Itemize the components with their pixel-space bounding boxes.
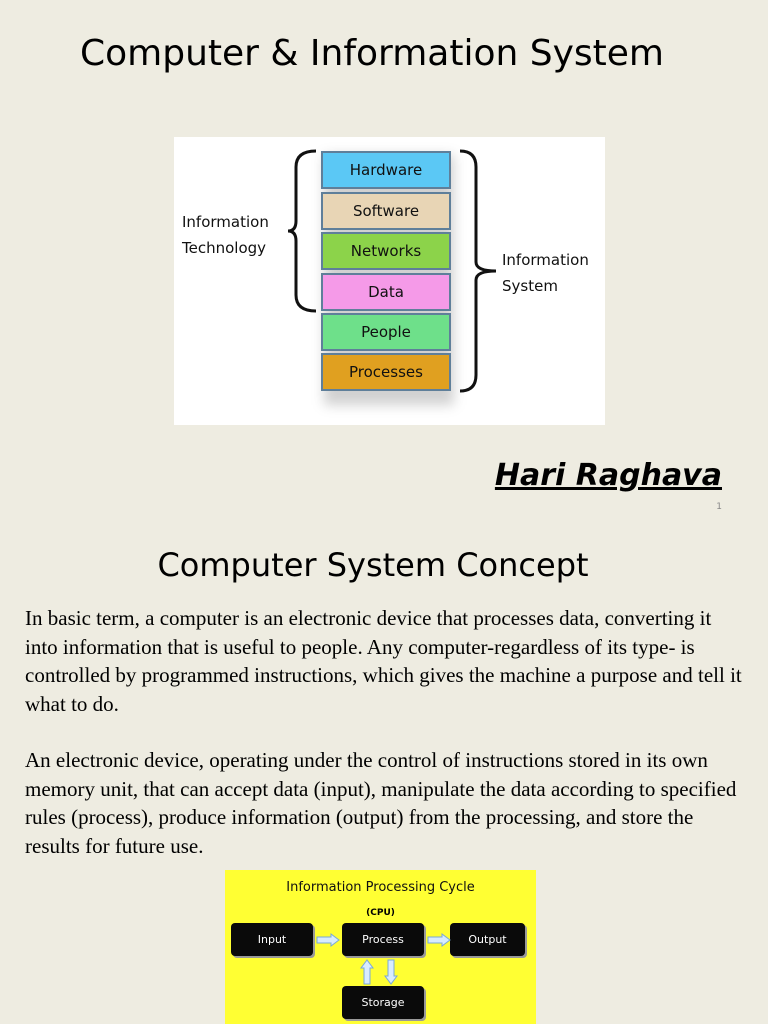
input-box: Input [231, 923, 313, 956]
layer-people: People [321, 313, 451, 351]
output-box: Output [450, 923, 525, 956]
layer-label: Networks [350, 242, 422, 260]
left-brace [287, 149, 317, 313]
process-label: Process [362, 933, 404, 946]
arrow-down-icon [384, 959, 398, 985]
layer-data: Data [321, 273, 451, 311]
cpu-label: (CPU) [366, 908, 395, 918]
layer-label: Hardware [349, 161, 423, 179]
right-brace [459, 149, 497, 393]
paragraph-electronic-device: An electronic device, operating under th… [25, 748, 737, 858]
it-label: Information Technology [182, 209, 269, 261]
cycle-title: Information Processing Cycle [286, 880, 475, 895]
is-label-line1: Information [502, 251, 589, 269]
is-label: Information System [502, 247, 589, 299]
arrow-right-icon [316, 933, 340, 947]
layer-processes: Processes [321, 353, 451, 391]
slide-title: Computer System Concept [157, 546, 589, 584]
slide-2: Computer System Concept In basic term, a… [0, 520, 768, 1024]
it-label-line1: Information [182, 213, 269, 231]
slide-title: Computer & Information System [80, 33, 664, 74]
arrow-right-icon [427, 933, 451, 947]
arrow-up-icon [360, 959, 374, 985]
output-label: Output [468, 933, 507, 946]
layer-label: Data [368, 283, 404, 301]
storage-label: Storage [361, 996, 405, 1009]
layer-label: Processes [349, 363, 423, 381]
it-label-line2: Technology [182, 239, 267, 257]
layer-hardware: Hardware [321, 151, 451, 189]
page-number: 1 [716, 502, 722, 512]
storage-box: Storage [342, 986, 424, 1019]
information-system-diagram: Hardware Software Networks Data People P… [174, 137, 605, 425]
slide-1: Computer & Information System Hardware S… [80, 33, 722, 512]
is-label-line2: System [502, 277, 558, 295]
layer-label: People [361, 323, 411, 341]
layer-networks: Networks [321, 232, 451, 270]
input-label: Input [257, 933, 287, 946]
process-box: Process [342, 923, 424, 956]
paragraph-definition: In basic term, a computer is an electron… [25, 606, 742, 716]
processing-cycle-diagram: Information Processing Cycle (CPU) Input… [225, 870, 536, 1024]
layer-label: Software [352, 202, 420, 220]
layer-software: Software [321, 192, 451, 230]
author-name: Hari Raghava [494, 458, 722, 493]
